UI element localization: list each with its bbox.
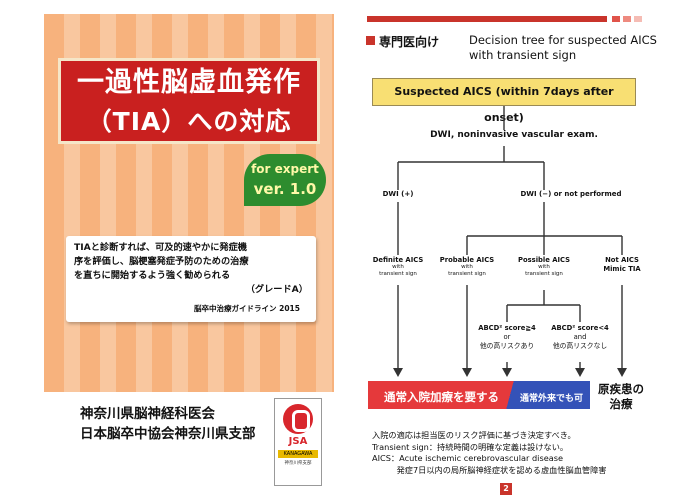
footnotes: 入院の適応は担当医のリスク評価に基づき決定すべき。 Transient sign…	[372, 430, 606, 476]
probable-aics-node: Probable AICS with transient sign	[437, 256, 497, 278]
badge-version: ver. 1.0	[253, 180, 317, 198]
probable-transient: transient sign	[448, 271, 486, 277]
probable-label: Probable AICS	[439, 256, 495, 264]
possible-transient: transient sign	[525, 271, 563, 277]
arrow-abcd-high	[502, 368, 512, 377]
quote-line-1: TIAと診断すれば、可及的速やかに発症機	[74, 242, 247, 253]
quote-line-2: 序を評価し、脳梗塞発症予防のための治療	[74, 256, 249, 267]
jsa-logo-branch: 神奈川県支部	[284, 461, 312, 466]
possible-label: Possible AICS	[517, 256, 571, 264]
abcd-low-and: and	[573, 333, 587, 341]
header-square-icon	[366, 36, 375, 45]
badge-for-expert: for expert	[251, 162, 319, 176]
definite-transient: transient sign	[379, 271, 417, 277]
footnote-1: 入院の適応は担当医のリスク評価に基づき決定すべき。	[372, 430, 576, 440]
dwi-plus-label: DWI (+)	[382, 190, 414, 198]
arrow-abcd-low	[575, 368, 585, 377]
header-for-specialists: 専門医向け	[379, 35, 440, 49]
suspected-aics-box: Suspected AICS (within 7days after onset…	[372, 78, 636, 124]
abcd-high-risk: 他の高リスクあり	[479, 342, 535, 350]
abcd-low-score: ABCD² score<4	[551, 324, 609, 332]
abcd-high-or: or	[503, 333, 511, 341]
outpatient-band-label: 通常外来でも可	[520, 394, 584, 404]
jsa-logo-text: JSA	[288, 436, 308, 447]
header-en-line2: with transient sign	[469, 48, 577, 62]
publisher-line-2: 日本脳卒中協会神奈川県支部	[80, 426, 256, 442]
underlying-disease-line2: 治療	[609, 397, 633, 411]
quote-grade: （グレードA）	[245, 284, 308, 295]
jsa-logo-icon	[283, 404, 313, 434]
guideline-quote-box: TIAと診断すれば、可及的速やかに発症機 序を評価し、脳梗塞発症予防のための治療…	[66, 236, 316, 322]
definite-with: with	[392, 264, 404, 270]
not-aics-label: Not AICS	[605, 256, 639, 264]
dwi-minus-label: DWI (−) or not performed	[520, 190, 622, 198]
footnote-3: AICS：Acute ischemic cerebrovascular dise…	[372, 453, 564, 463]
definite-aics-node: Definite AICS with transient sign	[368, 256, 428, 278]
abcd-low-node: ABCD² score<4 and 他の高リスクなし	[547, 324, 613, 351]
publisher-line-1: 神奈川県脳神経科医会	[80, 406, 215, 422]
arrow-definite	[393, 368, 403, 377]
cover-title-panel: 一過性脳虚血発作 （TIA）への対応	[58, 58, 320, 144]
inpatient-band-label: 通常入院加療を要する	[384, 390, 499, 404]
page-top-bar	[367, 16, 607, 22]
header-en-line1: Decision tree for suspected AICS	[469, 33, 657, 47]
underlying-disease-label: 原疾患の 治療	[598, 382, 644, 412]
top-square-2	[623, 16, 631, 22]
jsa-logo: JSA KANAGAWA 神奈川県支部	[274, 398, 322, 486]
abcd-high-node: ABCD² score≧4 or 他の高リスクあり	[474, 324, 540, 351]
jsa-logo-kanagawa: KANAGAWA	[278, 450, 318, 458]
cover-title-line2: （TIA）への対応	[86, 107, 292, 136]
decision-tree-lines	[393, 106, 627, 377]
quote-source: 脳卒中治療ガイドライン 2015	[194, 304, 300, 313]
arrow-not-aics	[617, 368, 627, 377]
possible-with: with	[538, 264, 550, 270]
header-decision-tree-title: Decision tree for suspected AICS with tr…	[469, 33, 657, 63]
abcd-high-score: ABCD² score≧4	[478, 324, 536, 332]
underlying-disease-line1: 原疾患の	[598, 382, 644, 396]
mimic-tia-label: Mimic TIA	[603, 265, 641, 273]
band-divider	[490, 381, 530, 409]
not-aics-node: Not AICS Mimic TIA	[594, 256, 650, 274]
dwi-exam-label: DWI, noninvasive vascular exam.	[430, 130, 598, 140]
abcd-low-risk: 他の高リスクなし	[552, 342, 608, 350]
publisher-names: 神奈川県脳神経科医会 日本脳卒中協会神奈川県支部	[80, 404, 256, 444]
quote-line-3: を直ちに開始するよう強く勧められる	[74, 270, 231, 281]
possible-aics-node: Possible AICS with transient sign	[514, 256, 574, 278]
cover-title-line1: 一過性脳虚血発作	[77, 67, 301, 98]
top-square-1	[612, 16, 620, 22]
brochure-cover: 一過性脳虚血発作 （TIA）への対応 for expert ver. 1.0 T…	[44, 14, 334, 392]
footnote-2: Transient sign：持続時間の明確な定義は設けない。	[372, 441, 569, 452]
page-number: 2	[500, 483, 512, 495]
probable-with: with	[461, 264, 473, 270]
footnote-4: 発症7日以内の局所脳神経症状を認める虚血性脳血管障害	[372, 464, 607, 475]
definite-label: Definite AICS	[372, 256, 424, 264]
top-square-3	[634, 16, 642, 22]
expert-version-badge: for expert ver. 1.0	[244, 154, 326, 206]
arrow-probable	[462, 368, 472, 377]
